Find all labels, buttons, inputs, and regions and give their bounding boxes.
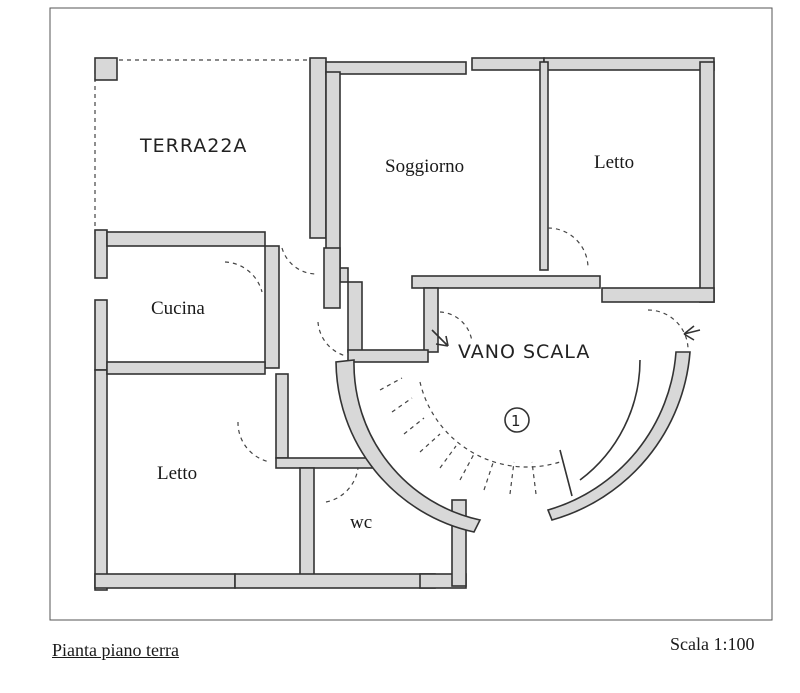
door-swings — [224, 227, 689, 503]
plan-title: Pianta piano terra — [52, 640, 179, 660]
stair-mark-label: 1 — [511, 412, 522, 430]
entrance-arrows — [431, 325, 701, 347]
terrazza-label: TERRA22A — [139, 135, 247, 157]
sheet-border — [49, 7, 773, 621]
terrazza-area — [94, 59, 322, 235]
staircase — [335, 351, 691, 533]
soggiorno-label: Soggiorno — [385, 156, 464, 177]
stair-mark-circle — [504, 407, 530, 433]
cucina-label: Cucina — [151, 298, 205, 319]
letto-bottom-label: Letto — [157, 463, 197, 484]
wc-label: wc — [350, 512, 372, 533]
walls — [94, 57, 715, 591]
vano-scala-label: VANO SCALA — [458, 341, 590, 363]
letto-top-label: Letto — [594, 152, 634, 173]
plan-scale: Scala 1:100 — [670, 634, 755, 654]
